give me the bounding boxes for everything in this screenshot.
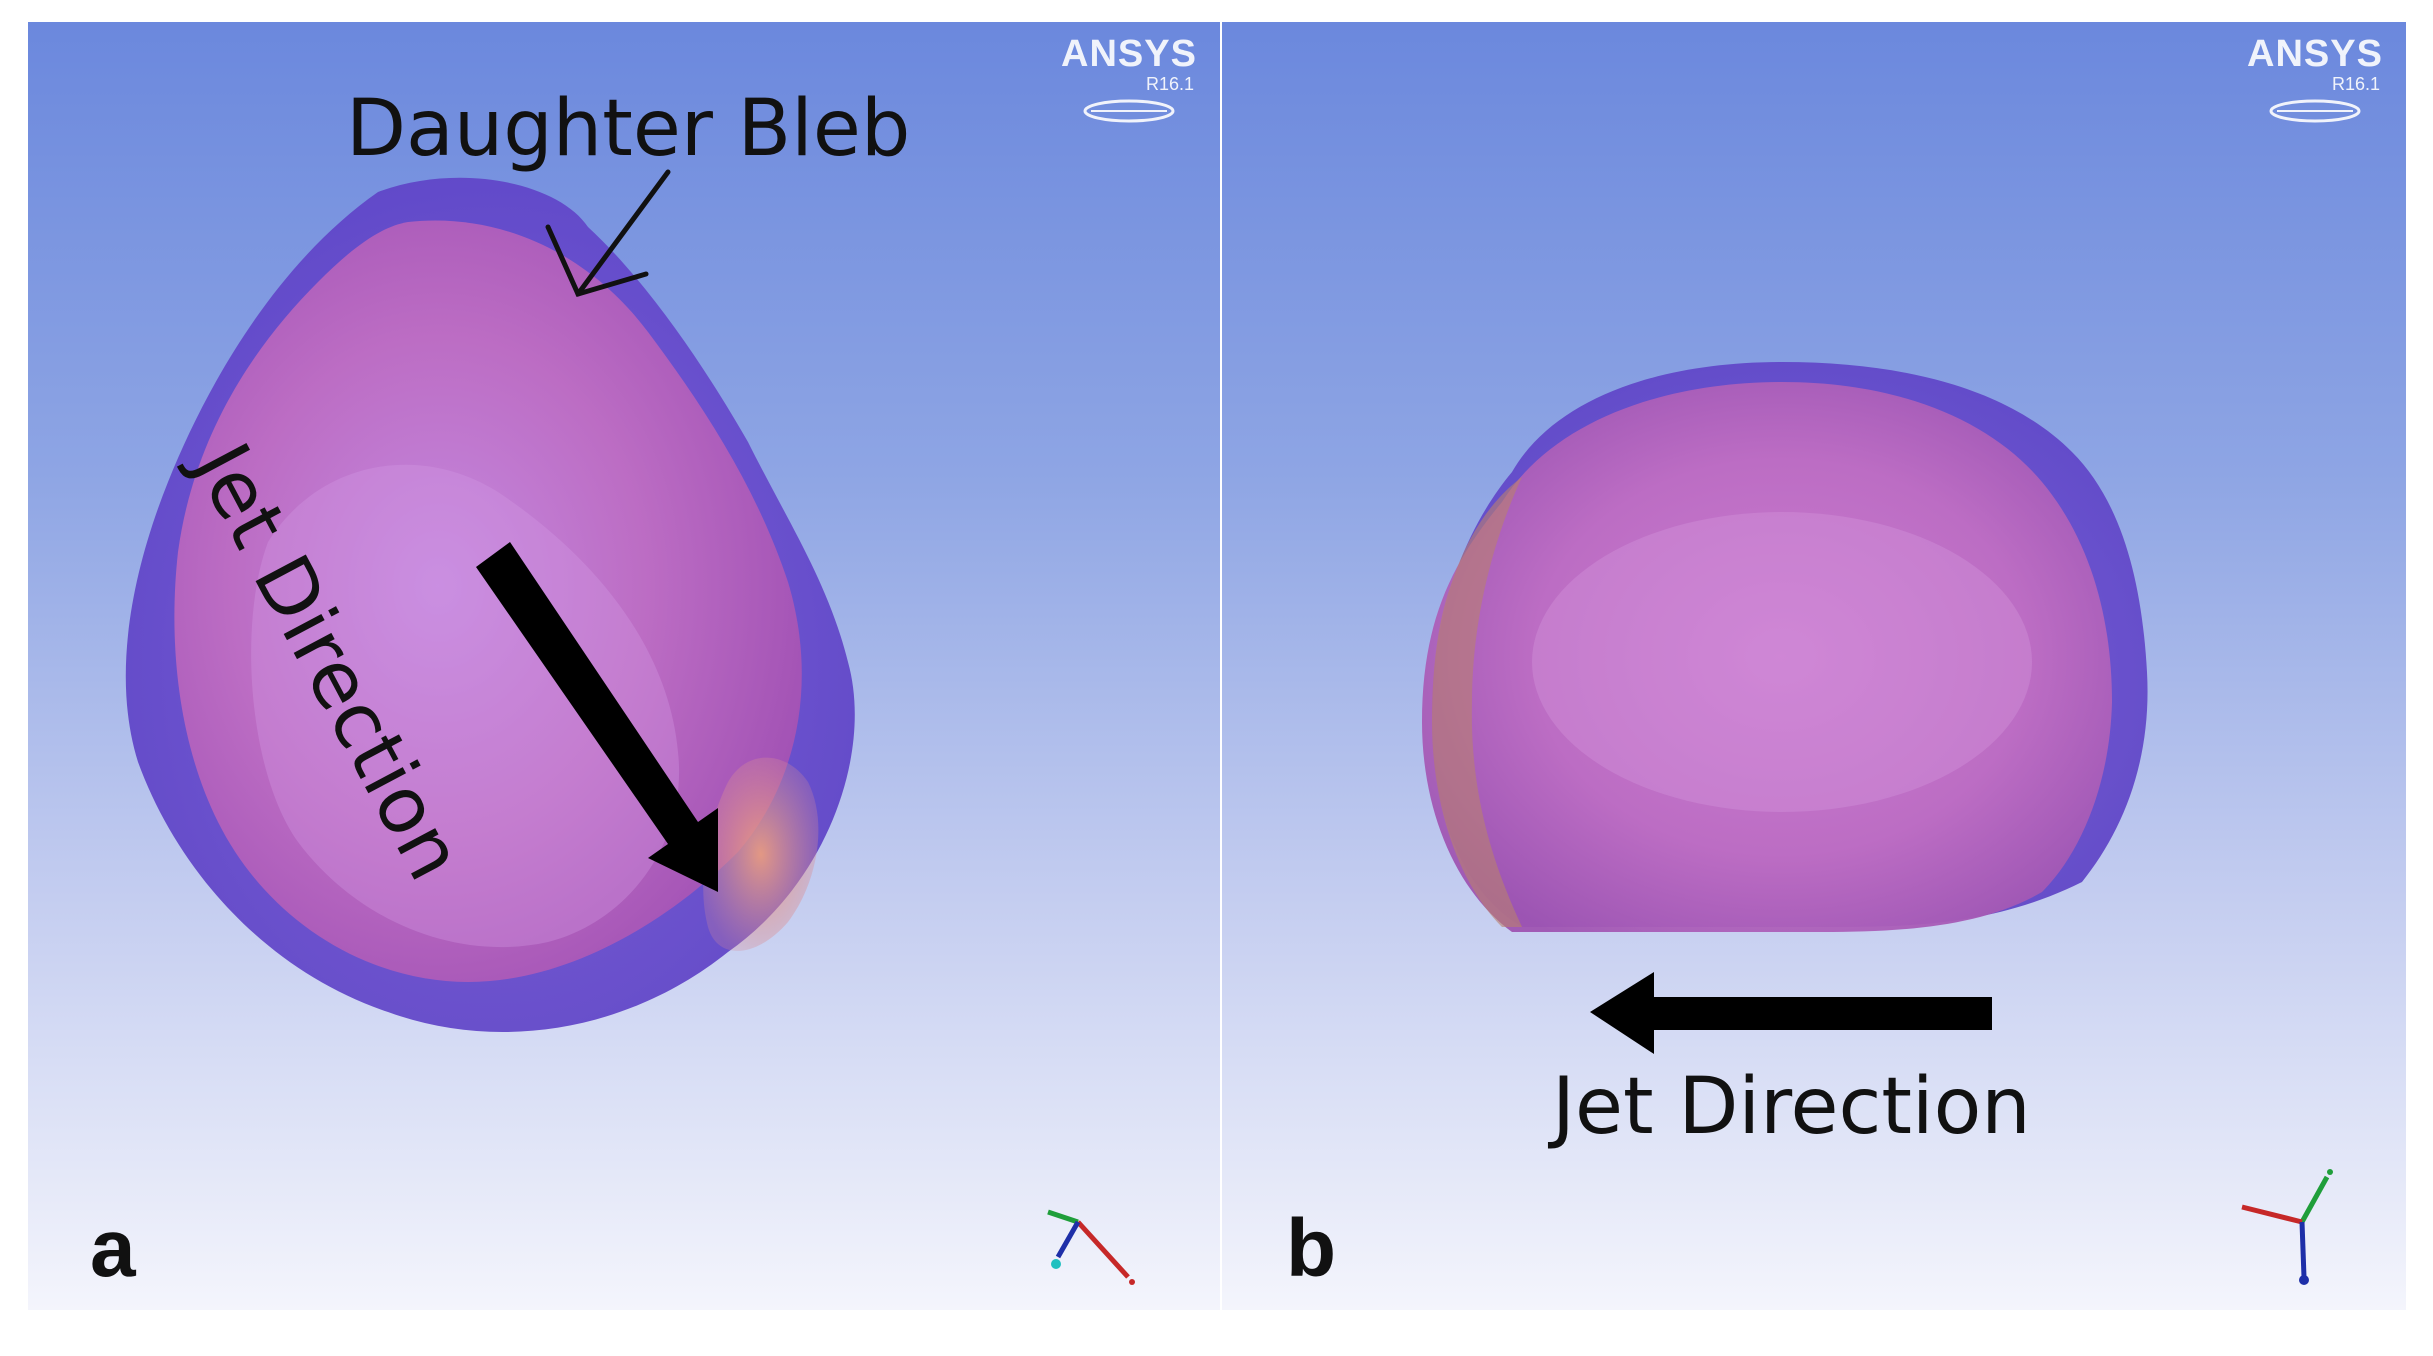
- ansys-swoosh: [1083, 99, 1175, 123]
- aneurysm-render-b: [1422, 362, 2148, 1054]
- edge-tint-b: [1432, 477, 1522, 927]
- ansys-brand: ANSYS: [2247, 33, 2383, 75]
- ansys-logo-icon: ANSYS R16.1: [1054, 34, 1204, 126]
- axis-triad-icon: [2241, 1169, 2333, 1285]
- ansys-logo-icon: ANSYS R16.1: [2240, 34, 2390, 126]
- jet-arrow-icon: [1590, 972, 1992, 1054]
- ansys-version: R16.1: [1145, 74, 1194, 94]
- axis-triad-icon: [1047, 1209, 1135, 1285]
- pointer-arrow-icon: [545, 169, 671, 298]
- inner-sheen-b: [1532, 512, 2032, 812]
- jet-direction-label-b: Jet Direction: [1552, 1062, 2031, 1152]
- inner-sheen-a: [251, 464, 680, 948]
- ansys-brand: ANSYS: [1061, 33, 1197, 75]
- ansys-version: R16.1: [2331, 74, 2380, 94]
- ansys-swoosh: [2269, 99, 2361, 123]
- aneurysm-render-a: [125, 169, 855, 1032]
- impingement-highlight-a: [703, 757, 819, 951]
- panel-letter-a: a: [90, 1203, 136, 1294]
- jet-arrow-icon: [476, 542, 718, 892]
- panel-letter-b: b: [1286, 1203, 1337, 1294]
- inner-sac-b: [1422, 382, 2112, 932]
- daughter-bleb-label: Daughter Bleb: [346, 84, 911, 174]
- panel-b: ANSYS R16.1 Jet Direction b: [1222, 22, 2406, 1310]
- panel-a: ANSYS R16.1 Daughter Bleb Jet Direction …: [28, 22, 1220, 1310]
